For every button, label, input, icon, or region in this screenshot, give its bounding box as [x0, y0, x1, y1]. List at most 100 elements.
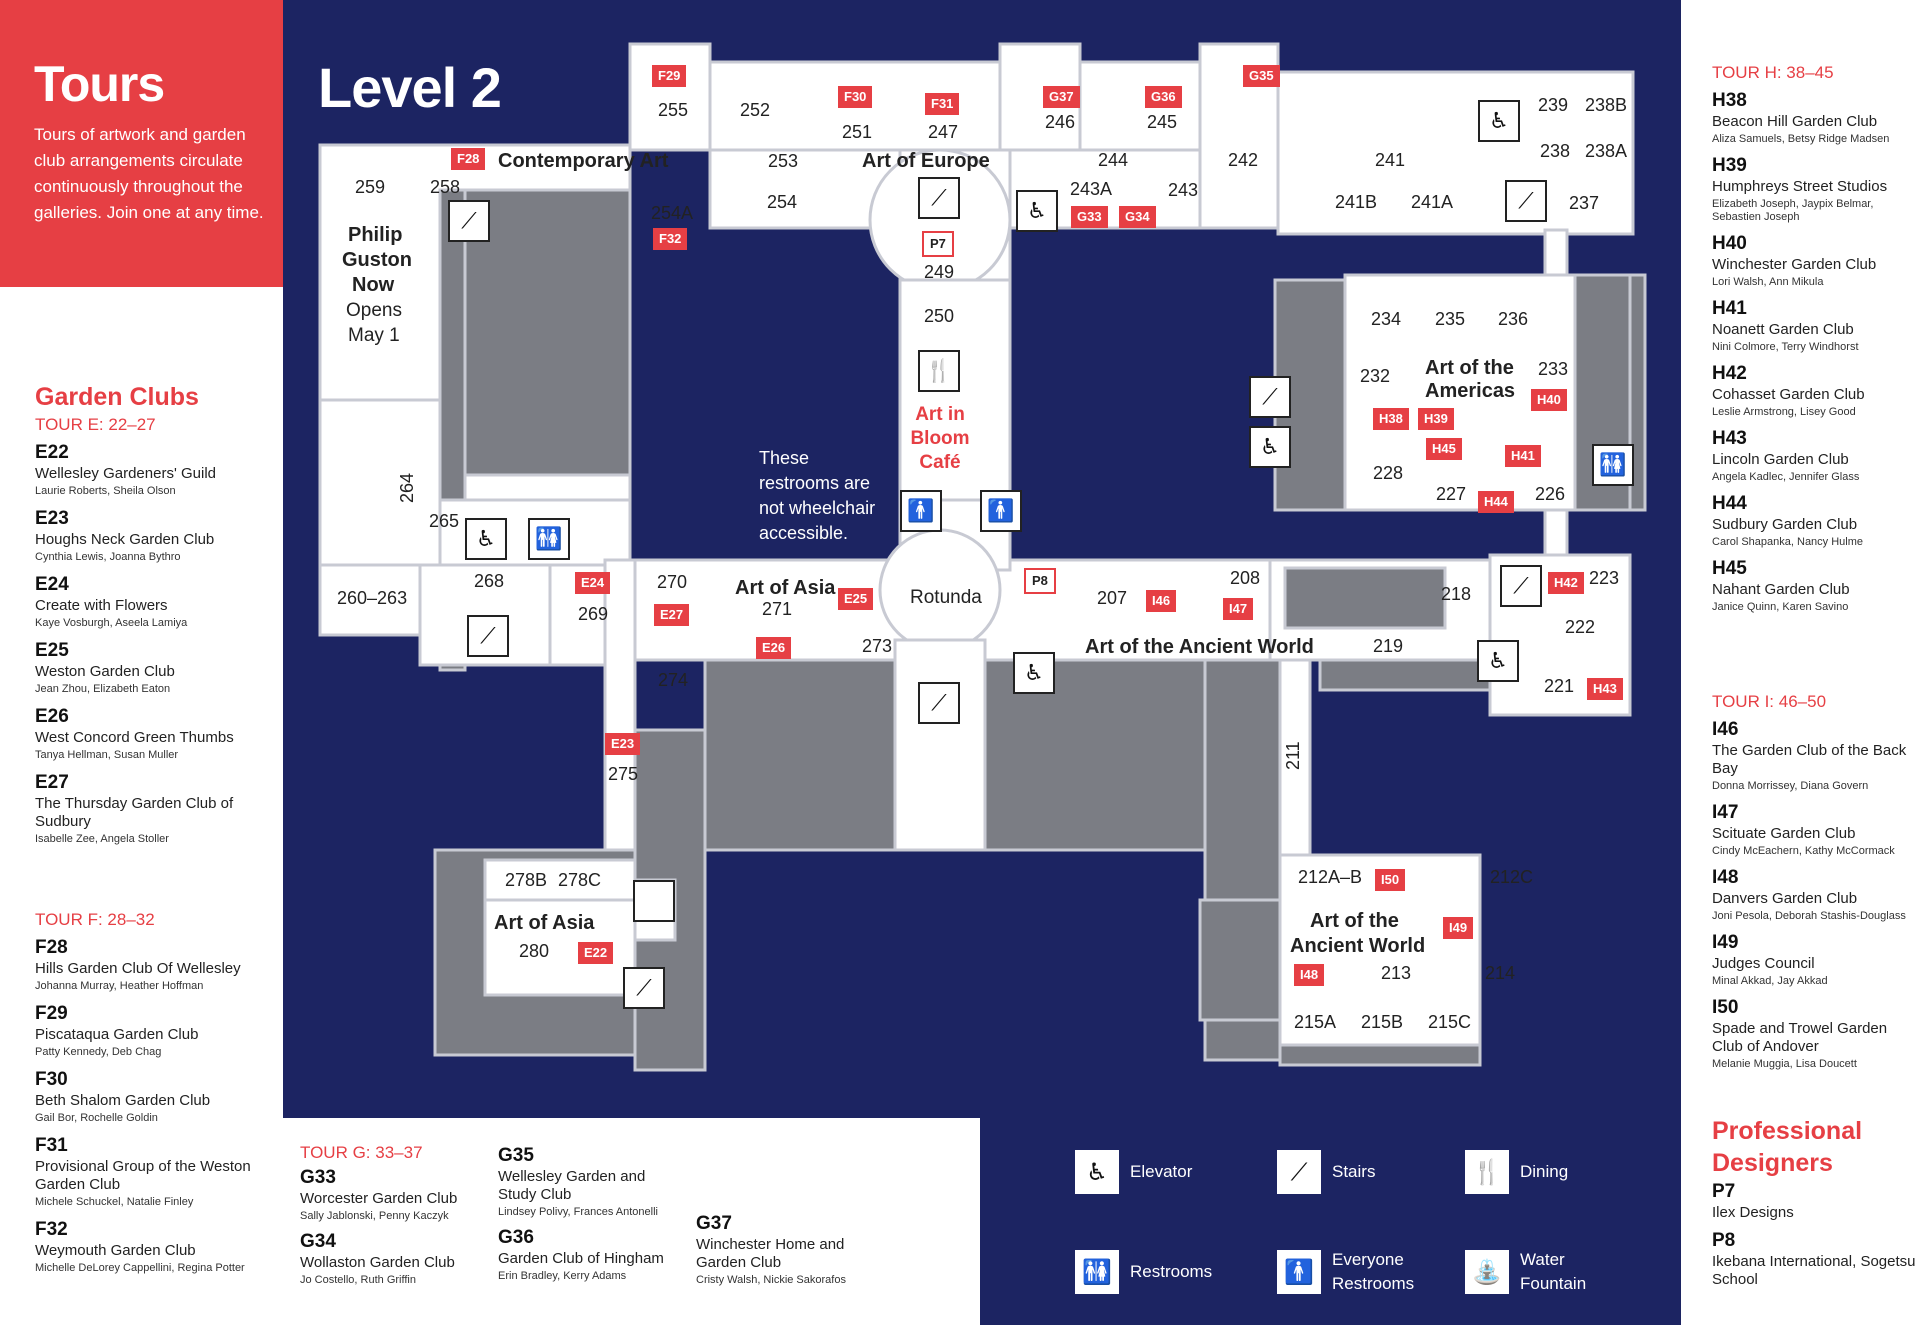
room-258: 258: [430, 177, 461, 197]
legend-stairs-label: Stairs: [1332, 1162, 1376, 1181]
tag-e27[interactable]: E27: [654, 604, 690, 626]
tag-i49[interactable]: I49: [1443, 917, 1474, 939]
club-name: Cohasset Garden Club: [1712, 385, 1865, 403]
stairs-icon[interactable]: ⟋: [467, 615, 509, 657]
room-227: 227: [1436, 484, 1467, 504]
tag-p8[interactable]: P8: [1024, 568, 1056, 594]
dining-icon[interactable]: 🍴: [918, 350, 960, 392]
tag-i47[interactable]: I47: [1223, 598, 1254, 620]
cafe-label: Art in Bloom Café: [910, 403, 970, 475]
stairs-icon[interactable]: ⟋: [623, 967, 665, 1009]
stairs-icon[interactable]: ⟋: [1500, 565, 1542, 607]
tag-g35[interactable]: G35: [1243, 65, 1280, 87]
elevator-icon[interactable]: ♿: [1013, 652, 1055, 694]
gallery-contemporary-art: Contemporary Art: [498, 150, 669, 172]
club-name: The Garden Club of the Back Bay: [1712, 741, 1907, 777]
tag-i46[interactable]: I46: [1146, 590, 1177, 612]
club-name: Ilex Designs: [1712, 1203, 1794, 1221]
club-people: Michelle DeLorey Cappellini, Regina Pott…: [35, 1261, 245, 1274]
tag-g37[interactable]: G37: [1043, 86, 1080, 108]
tag-h41[interactable]: H41: [1505, 445, 1541, 467]
club-code: I46: [1712, 719, 1739, 740]
club-code: I48: [1712, 866, 1739, 888]
everyone-restroom-icon[interactable]: 🚹: [980, 490, 1022, 532]
cafe-line-1: Art in: [915, 404, 965, 425]
everyone-restroom-icon[interactable]: 🚹: [900, 490, 942, 532]
cafe-line-2: Bloom: [910, 428, 970, 449]
tag-f31[interactable]: F31: [925, 93, 960, 115]
club-name: Danvers Garden Club: [1712, 889, 1858, 907]
tag-f32[interactable]: F32: [653, 228, 688, 250]
room-243a: 243A: [1070, 179, 1113, 199]
tag-p7[interactable]: P7: [922, 231, 954, 257]
stairs-icon[interactable]: ⟋: [1505, 180, 1547, 222]
tag-f28[interactable]: F28: [451, 148, 486, 170]
tag-e24[interactable]: E24: [575, 572, 611, 594]
tag-e25[interactable]: E25: [838, 588, 874, 610]
room-244: 244: [1098, 150, 1129, 170]
tag-h42[interactable]: H42: [1548, 572, 1584, 594]
tag-g34[interactable]: G34: [1119, 206, 1156, 228]
tour-e-heading: TOUR E: 22–27: [35, 415, 156, 434]
tag-h43[interactable]: H43: [1587, 678, 1623, 700]
tours-title: Tours: [34, 56, 165, 112]
tag-i48[interactable]: I48: [1294, 964, 1325, 986]
restrooms-icon[interactable]: 🚻: [528, 518, 570, 560]
stairs-icon[interactable]: ⟋: [918, 682, 960, 724]
dining-icon: 🍴: [1465, 1150, 1509, 1194]
tag-h44[interactable]: H44: [1478, 491, 1514, 513]
club-code: H41: [1712, 298, 1747, 320]
elevator-icon[interactable]: ♿: [1477, 640, 1519, 682]
club-code: I50: [1712, 996, 1739, 1018]
room-213: 213: [1381, 963, 1412, 983]
club-name: Wellesley Gardeners' Guild: [35, 464, 216, 482]
elevator-icon[interactable]: ♿: [465, 518, 507, 560]
garden-clubs-title: Garden Clubs: [35, 383, 199, 411]
tag-h38[interactable]: H38: [1373, 408, 1409, 430]
map-area: Level 2: [283, 0, 1681, 1325]
room-223: 223: [1589, 568, 1620, 588]
stairs-icon[interactable]: ⟋: [448, 200, 490, 242]
club-people: Sally Jablonski, Penny Kaczyk: [300, 1209, 449, 1222]
restrooms-icon[interactable]: 🚻: [1592, 444, 1634, 486]
tag-h40[interactable]: H40: [1531, 389, 1567, 411]
elevator-icon[interactable]: ♿: [1016, 190, 1058, 232]
tag-h39[interactable]: H39: [1418, 408, 1454, 430]
tag-e26[interactable]: E26: [756, 637, 792, 659]
elevator-icon[interactable]: ♿: [1478, 100, 1520, 142]
room-255: 255: [658, 100, 689, 120]
tag-h45[interactable]: H45: [1426, 438, 1462, 460]
elevator-icon[interactable]: ♿: [1249, 426, 1291, 468]
tag-e23[interactable]: E23: [605, 733, 641, 755]
stairs-icon: ⟋: [1277, 1150, 1321, 1194]
club-name: Weston Garden Club: [35, 662, 175, 680]
club-code: H42: [1712, 363, 1747, 385]
stairs-icon[interactable]: ⟋: [1249, 376, 1291, 418]
room-215b: 215B: [1361, 1012, 1404, 1032]
tag-i50[interactable]: I50: [1375, 869, 1406, 891]
club-name: Beacon Hill Garden Club: [1712, 112, 1878, 130]
stairs-icon[interactable]: ⟋: [918, 177, 960, 219]
tag-f30[interactable]: F30: [838, 86, 873, 108]
tag-g33[interactable]: G33: [1071, 206, 1108, 228]
club-people: Joni Pesola, Deborah Stashis-Douglass: [1712, 909, 1906, 922]
room-259: 259: [355, 177, 386, 197]
room-221: 221: [1544, 676, 1575, 696]
club-code: E26: [35, 705, 69, 727]
room-254: 254: [767, 192, 798, 212]
water-fountain-icon[interactable]: [633, 880, 675, 922]
tag-g36[interactable]: G36: [1145, 86, 1182, 108]
tag-e22[interactable]: E22: [578, 942, 614, 964]
club-code: E23: [35, 507, 69, 529]
everyone-restroom-icon: 🚹: [1277, 1250, 1321, 1294]
tag-f29[interactable]: F29: [652, 65, 687, 87]
